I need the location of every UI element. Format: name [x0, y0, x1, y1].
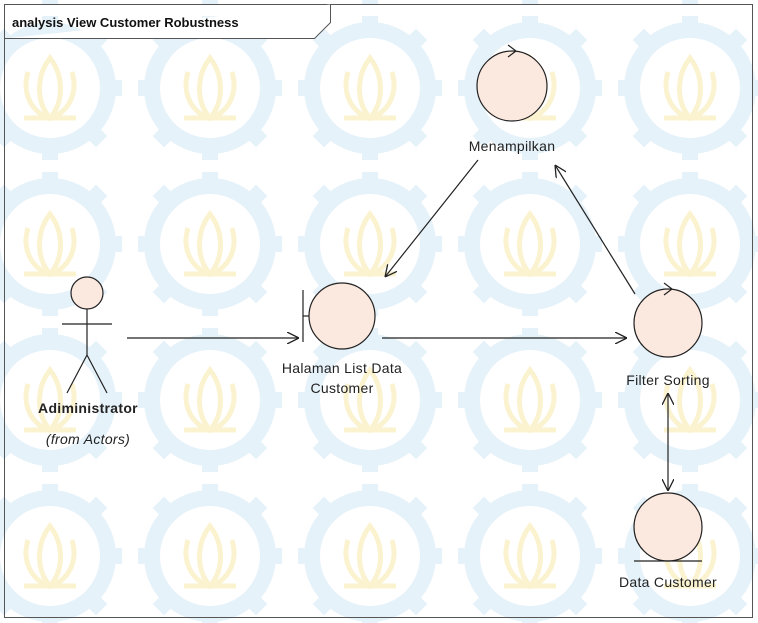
actor-figure[interactable] [62, 276, 112, 394]
control-filter-label: Filter Sorting [626, 372, 710, 388]
boundary-element[interactable] [302, 282, 376, 350]
actor-label: Adiministrator [38, 400, 138, 416]
frame-title-tab [4, 4, 331, 39]
control-filter-element[interactable] [633, 282, 703, 358]
control-display-element[interactable] [476, 44, 548, 122]
entity-label: Data Customer [618, 574, 718, 590]
entity-element[interactable] [633, 492, 703, 562]
connector-display-to-boundary [385, 159, 479, 277]
diagram-frame [4, 4, 753, 618]
connector-filter-to-display [555, 165, 636, 295]
boundary-label-line1: Halaman List Data [281, 360, 403, 376]
actor-stereotype-label: (from Actors) [45, 431, 131, 447]
connectors [127, 159, 668, 491]
boundary-label-line2: Customer [310, 380, 374, 396]
frame-title: analysis View Customer Robustness [12, 15, 239, 30]
control-display-label: Menampilkan [468, 138, 556, 154]
